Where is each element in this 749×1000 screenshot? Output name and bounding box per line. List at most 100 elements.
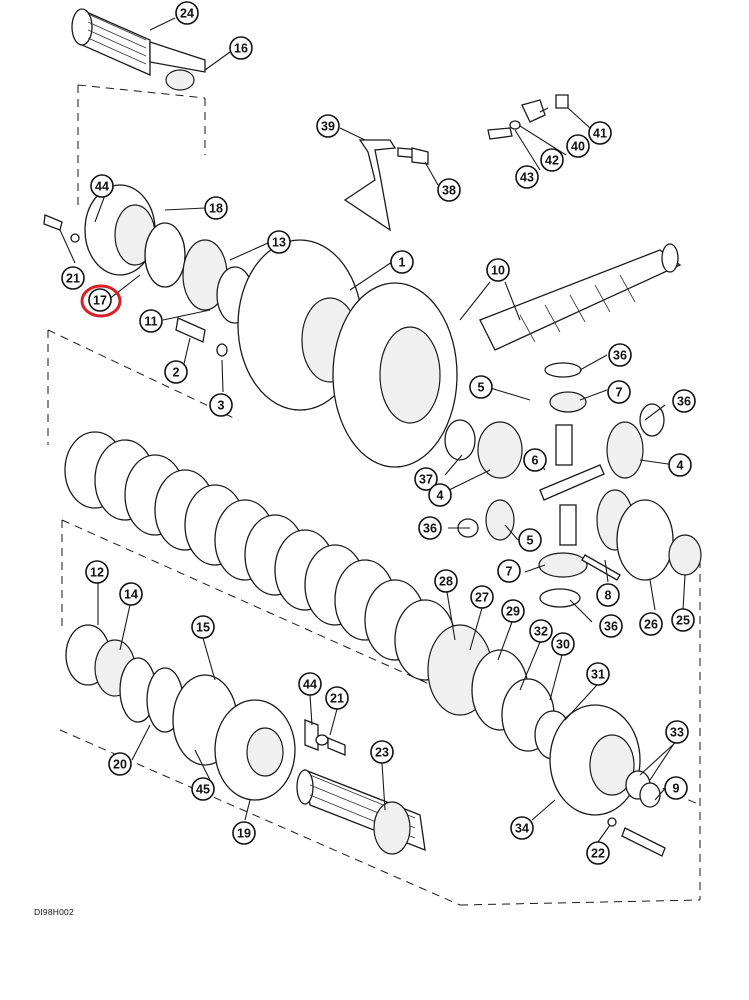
callout-9: 9 [664,776,688,800]
callout-11: 11 [139,309,163,333]
callout-42: 42 [540,148,564,172]
svg-text:43: 43 [520,171,534,185]
svg-text:2: 2 [173,366,180,380]
callout-24: 24 [175,1,199,25]
differential-parts [444,362,702,608]
svg-text:11: 11 [144,315,157,329]
svg-text:6: 6 [532,454,539,468]
callout-44: 44 [90,174,114,198]
callout-20: 20 [108,752,132,776]
callout-14: 14 [119,582,143,606]
callout-30: 30 [551,632,575,656]
callouts: 24 16 39 38 40 41 42 43 44 18 13 1 10 21… [61,1,696,865]
callout-25: 25 [671,608,695,632]
svg-text:7: 7 [506,565,513,579]
svg-text:13: 13 [272,236,286,250]
ring-gear-assembly [237,239,682,468]
svg-text:44: 44 [95,180,109,194]
callout-10: 10 [486,258,510,282]
svg-text:4: 4 [677,459,684,473]
svg-text:40: 40 [571,140,585,154]
svg-text:42: 42 [545,154,559,168]
svg-text:30: 30 [556,638,570,652]
lower-left-assembly [65,624,296,801]
svg-text:12: 12 [90,566,104,580]
callout-21-b: 21 [325,686,349,710]
svg-text:25: 25 [676,614,690,628]
callout-18: 18 [204,196,228,220]
svg-text:34: 34 [515,822,529,836]
svg-text:45: 45 [196,783,210,797]
svg-text:17: 17 [93,294,107,308]
svg-text:23: 23 [375,746,389,760]
svg-text:27: 27 [475,591,489,605]
callout-7: 7 [607,380,631,404]
document-code: DI98H002 [34,907,74,917]
svg-text:14: 14 [124,588,138,602]
callout-44-b: 44 [298,672,322,696]
svg-text:36: 36 [677,395,691,409]
callout-28: 28 [434,569,458,593]
callout-1: 1 [390,250,414,274]
callout-16: 16 [229,36,253,60]
callout-43: 43 [515,165,539,189]
callout-21: 21 [61,266,85,290]
svg-text:5: 5 [478,381,485,395]
callout-13: 13 [267,230,291,254]
leader-lines [59,17,686,843]
callout-4: 4 [428,483,452,507]
callout-4-b: 4 [668,453,692,477]
callout-17: 17 [88,288,112,312]
svg-text:29: 29 [506,605,520,619]
callout-19: 19 [232,821,256,845]
callout-22: 22 [586,841,610,865]
svg-text:39: 39 [321,120,335,134]
callout-27: 27 [470,585,494,609]
svg-text:33: 33 [670,726,684,740]
svg-text:22: 22 [591,847,605,861]
svg-text:9: 9 [673,782,680,796]
callout-45: 45 [191,777,215,801]
callout-2: 2 [164,360,188,384]
svg-text:36: 36 [423,522,437,536]
svg-text:21: 21 [330,692,344,706]
callout-36-c: 36 [418,516,442,540]
svg-text:38: 38 [442,184,456,198]
callout-36-d: 36 [599,614,623,638]
callout-3: 3 [209,393,233,417]
bearing-carrier-assembly [43,184,254,357]
callout-12: 12 [85,560,109,584]
callout-23: 23 [370,740,394,764]
svg-text:26: 26 [644,618,658,632]
breather-pipe-39 [343,139,429,232]
callout-38: 38 [437,178,461,202]
callout-41: 41 [588,121,612,145]
svg-text:41: 41 [593,127,607,141]
svg-text:37: 37 [419,473,433,487]
callout-7-b: 7 [497,559,521,583]
svg-text:1: 1 [399,256,406,270]
splined-shaft-24 [71,8,206,91]
svg-text:32: 32 [534,625,548,639]
svg-text:36: 36 [604,620,618,634]
housing-34 [549,704,666,857]
callout-6: 6 [523,448,547,472]
callout-34: 34 [510,816,534,840]
svg-text:7: 7 [616,386,623,400]
svg-text:5: 5 [527,534,534,548]
svg-text:24: 24 [180,7,194,21]
svg-text:3: 3 [218,399,225,413]
svg-text:16: 16 [234,42,248,56]
clip-hardware-40-43 [487,94,569,140]
highlight-ring [80,284,122,318]
callout-31: 31 [586,662,610,686]
callout-33: 33 [665,720,689,744]
callout-36: 36 [608,343,632,367]
svg-text:20: 20 [113,758,127,772]
svg-text:44: 44 [303,678,317,692]
svg-text:31: 31 [591,668,605,682]
svg-text:15: 15 [196,621,210,635]
callout-5-b: 5 [518,528,542,552]
callout-8: 8 [596,583,620,607]
